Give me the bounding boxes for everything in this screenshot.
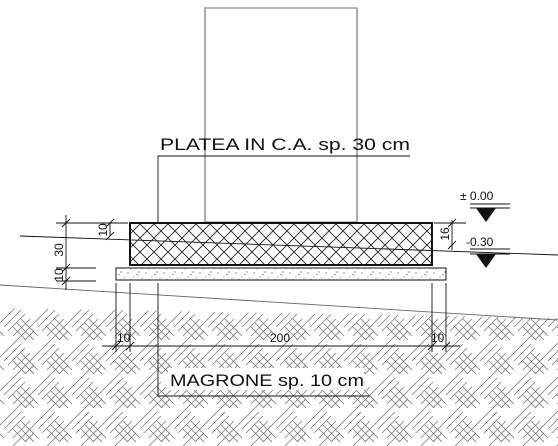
slab-section: [129, 222, 433, 266]
slab-title: PLATEA IN C.A. sp. 30 cm: [160, 135, 410, 154]
left-dimensions: [56, 215, 128, 290]
lean-title-bg: [168, 368, 364, 390]
dim-width-right: 10: [431, 331, 445, 345]
lean-title: MAGRONE sp. 10 cm: [170, 371, 364, 390]
level-bottom-label: -0.30: [466, 235, 494, 249]
bottom-dimensions: [102, 283, 460, 352]
level-marker-top: [476, 208, 496, 222]
lean-leader: [157, 283, 370, 397]
dim-height-total: 30: [52, 243, 66, 257]
level-top-label: ± 0.00: [460, 189, 494, 203]
dim-height-lean: 10: [52, 268, 66, 282]
dim-height-right: 16: [438, 227, 452, 241]
right-dimensions: [434, 203, 510, 250]
lean-concrete-section: [115, 267, 447, 281]
terrain-line: [0, 284, 558, 321]
dim-width-main: 200: [270, 331, 290, 345]
column-outline: [204, 7, 358, 223]
dim-height-top: 10: [96, 223, 110, 237]
slab-leader: [157, 155, 410, 222]
dim-width-left: 10: [117, 331, 131, 345]
level-marker-bottom: [476, 254, 496, 268]
